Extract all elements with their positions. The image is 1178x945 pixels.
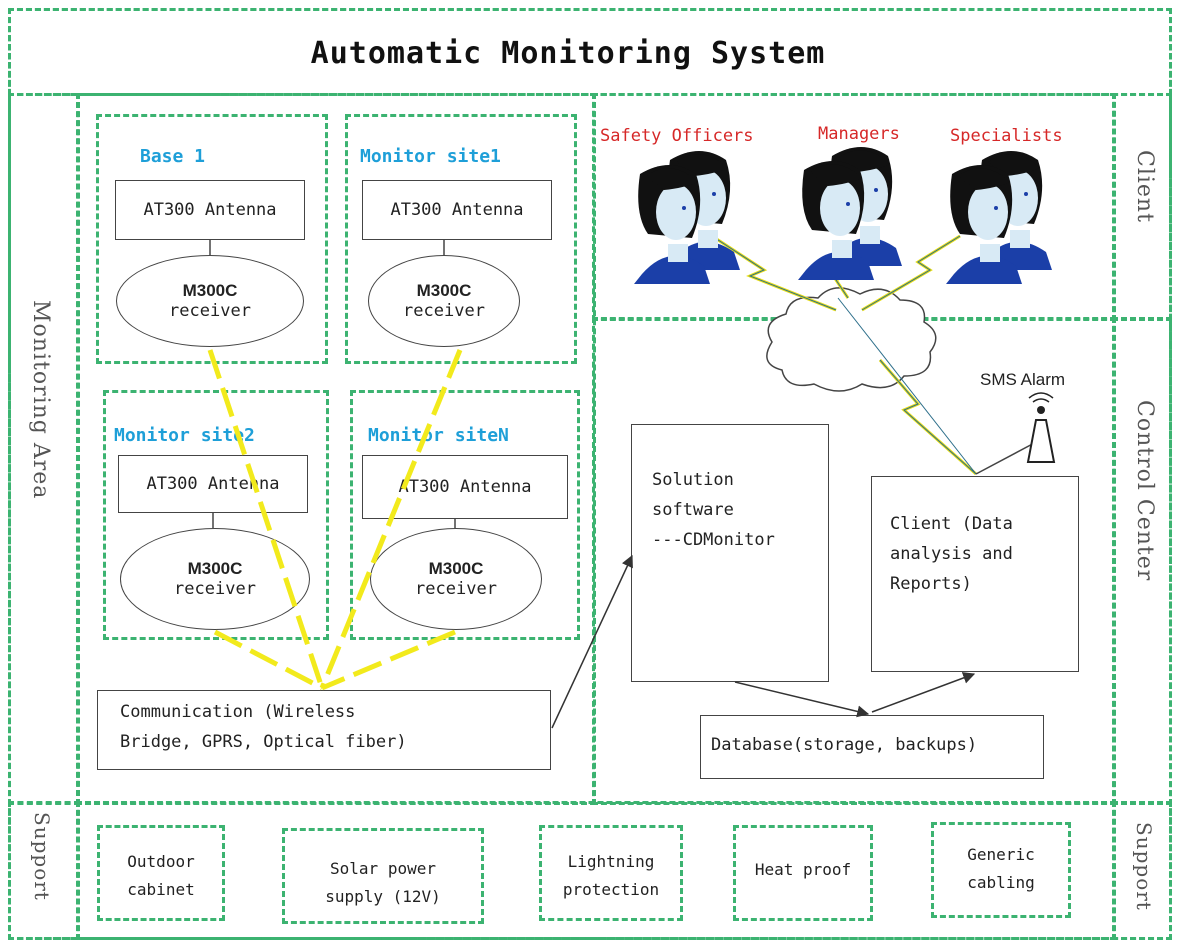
support-item-lightning: Lightning protection [539, 825, 683, 921]
support-right-label: Support [1132, 822, 1156, 911]
site-title: Monitor site2 [114, 425, 255, 446]
support-item-line2: cabinet [127, 880, 195, 899]
client-label: Client [1132, 150, 1157, 223]
solution-line3: ---CDMonitor [652, 530, 775, 550]
communication-box: Communication (Wireless Bridge, GPRS, Op… [97, 690, 551, 770]
antenna-label: AT300 Antenna [146, 474, 280, 494]
receiver-label: receiver [169, 301, 251, 321]
support-item-heat-proof: Heat proof [733, 825, 873, 921]
receiver-ellipse: M300C receiver [116, 255, 304, 347]
receiver-ellipse: M300C receiver [370, 528, 542, 630]
support-item-line2: protection [562, 880, 660, 899]
receiver-label: receiver [403, 301, 485, 321]
solution-line2: software [652, 500, 734, 520]
antenna-box: AT300 Antenna [115, 180, 305, 240]
role-managers: Managers [818, 124, 900, 144]
page-title: Automatic Monitoring System [310, 36, 826, 71]
database-box: Database(storage, backups) [700, 715, 1044, 779]
client-app-line2: analysis and [890, 544, 1013, 564]
monitoring-area-label: Monitoring Area [28, 300, 53, 500]
support-item-line1: Solar power [330, 859, 436, 878]
antenna-box: AT300 Antenna [362, 180, 552, 240]
communication-line2: Bridge, GPRS, Optical fiber) [120, 732, 407, 752]
antenna-label: AT300 Antenna [390, 200, 524, 220]
site-title: Monitor site1 [360, 146, 501, 167]
solution-line1: Solution [652, 470, 734, 490]
antenna-box: AT300 Antenna [118, 455, 308, 513]
antenna-label: AT300 Antenna [398, 477, 532, 497]
client-app-line3: Reports) [890, 574, 972, 594]
client-app-box: Client (Data analysis and Reports) [871, 476, 1079, 672]
support-item-line2: supply (12V) [325, 887, 441, 906]
receiver-model: M300C [416, 281, 472, 300]
control-center-label: Control Center [1132, 400, 1157, 582]
support-right-region [1112, 801, 1172, 940]
client-app-line1: Client (Data [890, 514, 1013, 534]
receiver-ellipse: M300C receiver [120, 528, 310, 630]
antenna-box: AT300 Antenna [362, 455, 568, 519]
receiver-model: M300C [428, 559, 484, 578]
role-specialists: Specialists [950, 126, 1063, 146]
role-safety-officers: Safety Officers [600, 126, 754, 146]
support-item-line1: Lightning [567, 852, 655, 871]
receiver-model: M300C [182, 281, 238, 300]
support-item-line2: cabling [967, 873, 1035, 892]
support-item-solar-power: Solar power supply (12V) [282, 828, 484, 924]
receiver-ellipse: M300C receiver [368, 255, 520, 347]
site-title: Monitor siteN [368, 425, 509, 446]
support-item-line1: Generic [967, 845, 1035, 864]
site-title: Base 1 [140, 146, 206, 167]
communication-line1: Communication (Wireless [120, 702, 356, 722]
receiver-model: M300C [187, 559, 243, 578]
solution-software-box: Solution software ---CDMonitor [631, 424, 829, 682]
database-label: Database(storage, backups) [711, 735, 978, 755]
support-item-generic-cabling: Generic cabling [931, 822, 1071, 918]
support-item-line1: Heat proof [754, 860, 852, 879]
support-item-line1: Outdoor [127, 852, 195, 871]
support-left-label: Support [30, 812, 54, 901]
sms-alarm-label: SMS Alarm [980, 370, 1066, 389]
receiver-label: receiver [415, 579, 497, 599]
receiver-label: receiver [174, 579, 256, 599]
support-item-outdoor-cabinet: Outdoor cabinet [97, 825, 225, 921]
antenna-label: AT300 Antenna [143, 200, 277, 220]
internet-label: Internet [784, 322, 908, 350]
